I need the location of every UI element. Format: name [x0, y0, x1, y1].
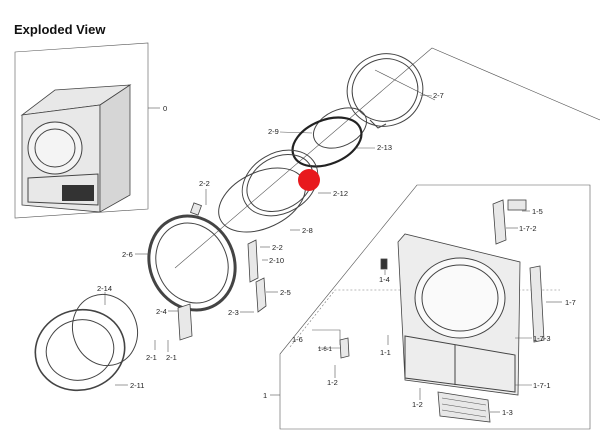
label-0: 0 — [163, 104, 167, 113]
part-1-7-front-panel — [397, 233, 521, 396]
label-2-1: 2-1 — [146, 353, 157, 362]
label-1-7-1: 1-7-1 — [533, 381, 551, 390]
part-2-6-door-ring — [147, 214, 237, 312]
label-1: 1 — [263, 391, 267, 400]
label-2-6: 2-6 — [122, 250, 133, 259]
label-2-5: 2-5 — [280, 288, 291, 297]
label-2-2-lower: 2-2 — [272, 243, 283, 252]
part-2-2-upper — [190, 202, 202, 216]
dryer-overview-frame — [14, 42, 160, 219]
label-2-13: 2-13 — [377, 143, 392, 152]
part-1-3-filter — [437, 391, 491, 423]
part-1-4-screw — [380, 258, 388, 270]
part-2-12-ring — [241, 149, 319, 217]
label-1-2-lower: 1-2 — [412, 400, 423, 409]
page-title: Exploded View — [14, 22, 106, 37]
part-2-10-hinge — [247, 239, 259, 283]
label-1-6: 1-6 — [292, 335, 303, 344]
part-2-11-door — [34, 308, 126, 392]
label-2-4: 2-4 — [156, 307, 167, 316]
part-2-14-inner-glass — [72, 293, 138, 367]
label-2-10: 2-10 — [269, 256, 284, 265]
part-2-13-gasket — [291, 116, 363, 168]
label-1-3: 1-3 — [502, 408, 513, 417]
part-2-4-latch — [177, 303, 193, 341]
label-1-1: 1-1 — [380, 348, 391, 357]
label-2-14: 2-14 — [97, 284, 112, 293]
label-2-2: 2-2 — [199, 179, 210, 188]
label-1-5: 1-5 — [532, 207, 543, 216]
label-2-12: 2-12 — [333, 189, 348, 198]
label-2-8: 2-8 — [302, 226, 313, 235]
part-2-7-ring — [346, 53, 424, 129]
part-1-7-2-strip — [492, 199, 507, 245]
part-1-7-3-bracket — [529, 265, 545, 343]
part-2-9-glass — [313, 107, 367, 149]
label-2-1-right: 2-1 — [166, 353, 177, 362]
label-1-7-2: 1-7-2 — [519, 224, 537, 233]
label-1-4: 1-4 — [379, 275, 390, 284]
label-2-11: 2-11 — [130, 381, 144, 390]
label-1-6-1: 1-6-1 — [318, 347, 333, 353]
part-2-5-hinge — [255, 277, 267, 313]
label-2-7: 2-7 — [433, 91, 444, 100]
highlight-marker — [298, 169, 320, 191]
label-1-7: 1-7 — [565, 298, 576, 307]
label-2-9: 2-9 — [268, 127, 279, 136]
label-1-2: 1-2 — [327, 378, 338, 387]
part-labels: 0 2-7 2-9 2-13 2-12 2-2 2-8 2-6 2-2 2-10… — [97, 91, 576, 417]
part-1-5-sensor — [507, 199, 527, 211]
part-1-6-switch — [339, 337, 350, 359]
front-panel-frame — [279, 184, 591, 430]
part-2-8-gasket — [218, 167, 306, 233]
label-2-3: 2-3 — [228, 308, 239, 317]
dryer-unit — [20, 84, 132, 213]
label-1-7-3: 1-7-3 — [533, 334, 551, 343]
